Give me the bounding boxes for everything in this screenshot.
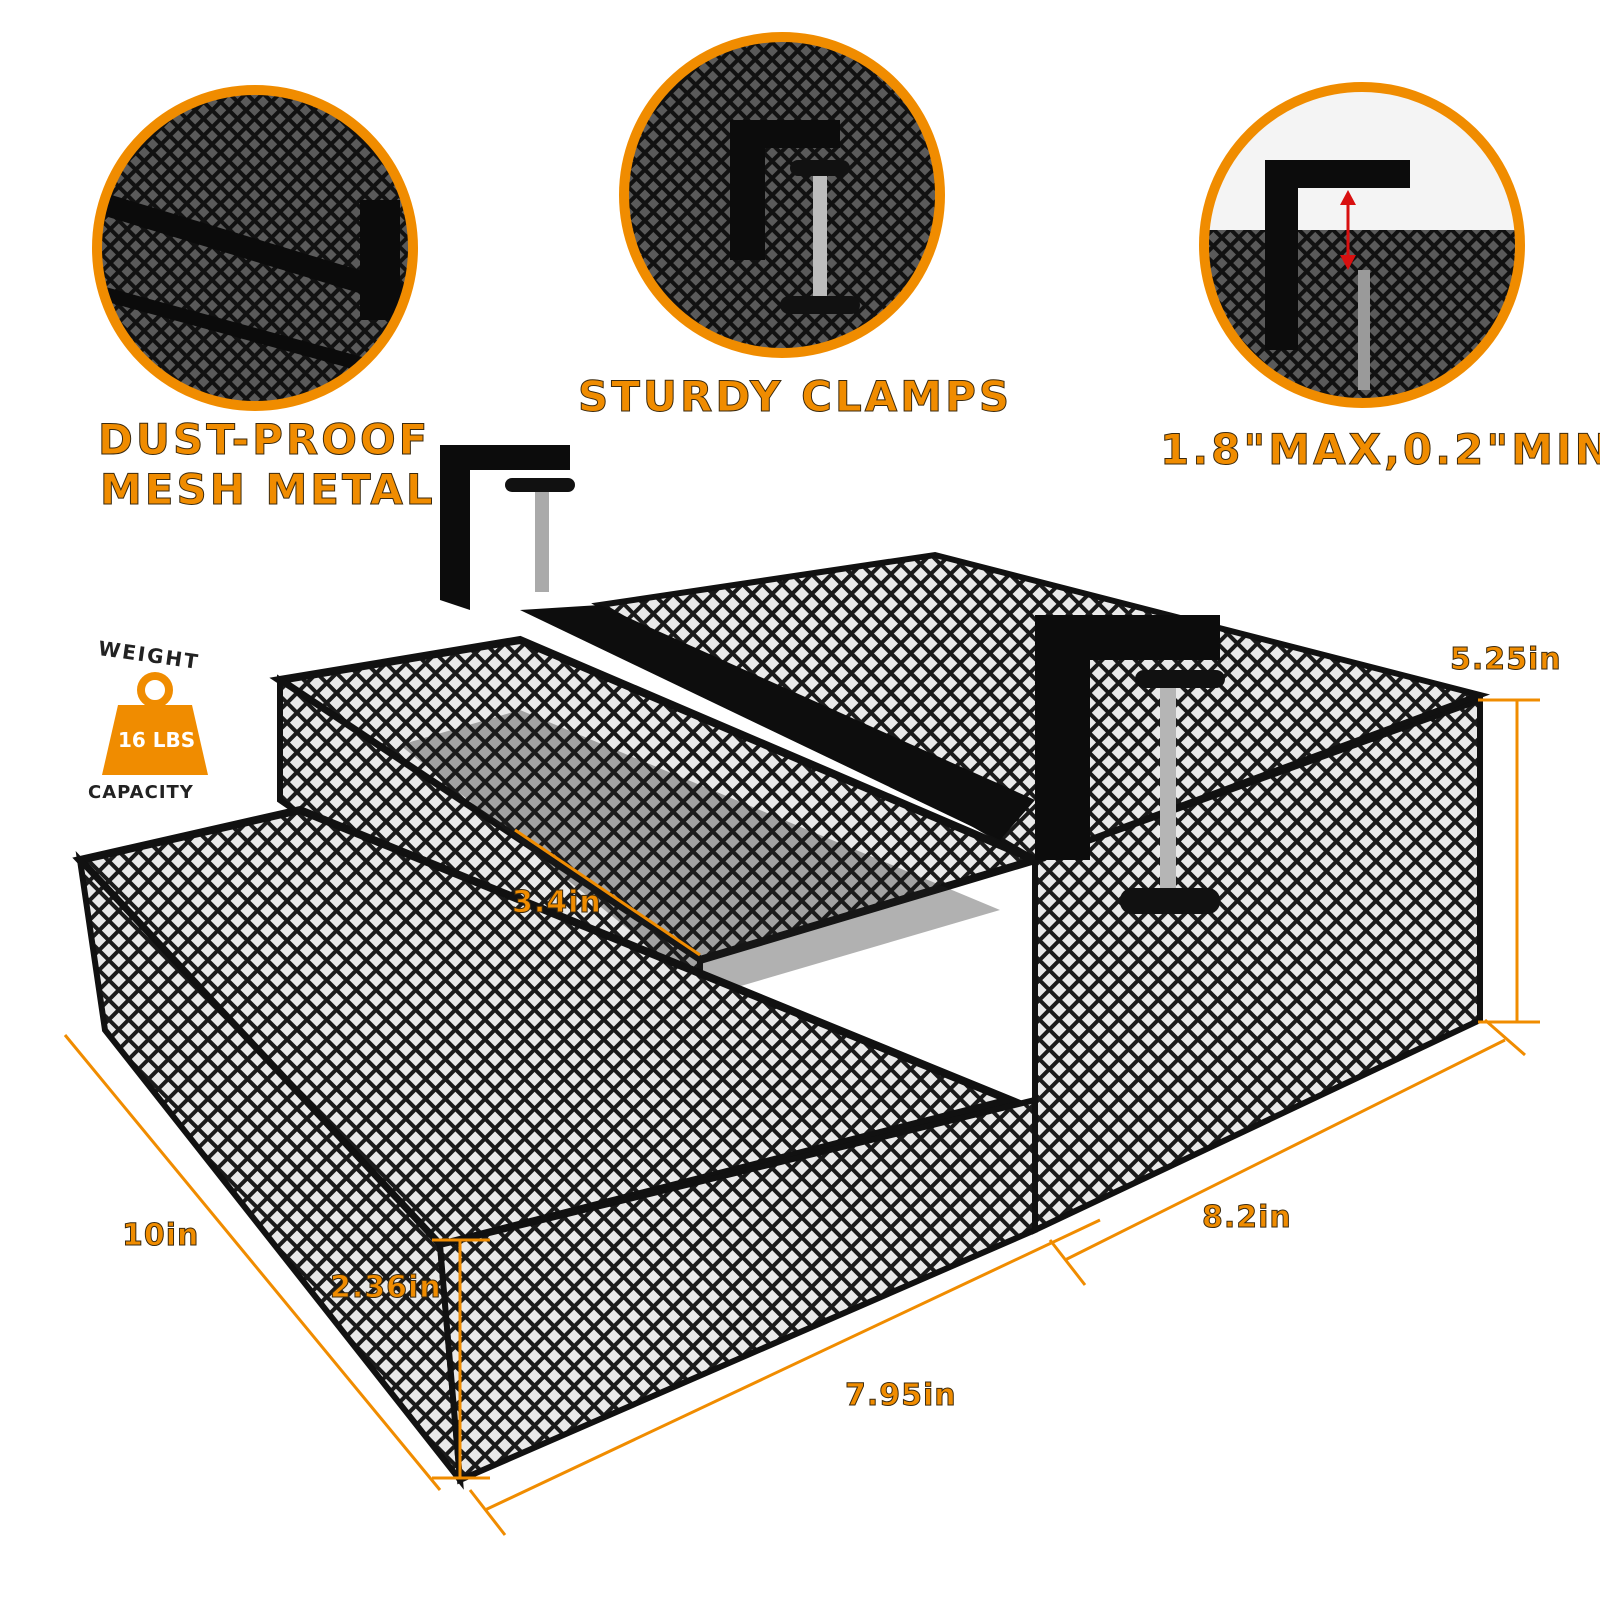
clamp-range-photo (1199, 82, 1525, 408)
badge-bottom-label: CAPACITY (88, 782, 194, 803)
dimension-side: 8.2in (1202, 1200, 1292, 1236)
feature-mesh-line1: DUST-PROOF (97, 415, 431, 465)
dimension-height: 5.25in (1450, 642, 1562, 678)
dimension-width: 7.95in (845, 1378, 957, 1414)
dimension-depth: 10in (121, 1218, 200, 1254)
dimension-lines (63, 698, 1540, 1536)
dimension-drawer-width: 3.4in (512, 885, 602, 921)
dimension-drawer-height: 2.36in (330, 1270, 442, 1306)
clamp-detail-photo (619, 32, 945, 358)
feature-range: 1.8"MAX,0.2"MIN (1160, 425, 1600, 475)
badge-value: 16 LBS (118, 728, 196, 752)
feature-mesh-line2: MESH METAL (100, 465, 436, 515)
feature-clamps: STURDY CLAMPS (577, 372, 1013, 422)
desk-organizer-drawing (72, 445, 1491, 1490)
mesh-detail-photo (92, 85, 418, 411)
weight-icon (102, 672, 208, 775)
